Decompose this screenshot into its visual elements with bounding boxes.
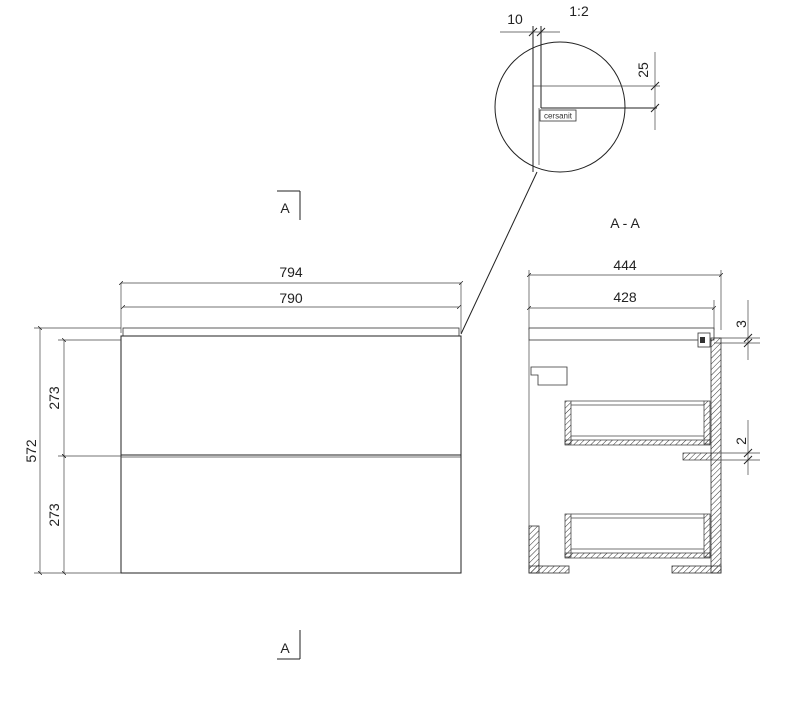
dim-drawer-bottom: 273 xyxy=(46,503,62,527)
dim-depth-inner: 428 xyxy=(613,289,637,305)
dim-top-thickness: 3 xyxy=(733,320,749,328)
dim-top-width-inner: 790 xyxy=(279,290,303,306)
handle-profile xyxy=(530,366,568,386)
front-view: 794 790 572 273 273 xyxy=(23,264,461,573)
brand-label: cersanit xyxy=(544,112,573,121)
dim-drawer-top: 273 xyxy=(46,386,62,410)
shelf-rail xyxy=(682,452,712,461)
detail-scale-label: 1:2 xyxy=(569,3,589,19)
detail-dim-horizontal: 10 xyxy=(507,11,523,27)
section-top xyxy=(528,327,715,341)
section-title: A - A xyxy=(610,215,640,231)
drawer-upper xyxy=(564,400,711,446)
bottom-plate-front xyxy=(528,565,570,574)
section-mark-top: A xyxy=(277,190,301,220)
dim-rail-thickness: 2 xyxy=(733,437,749,445)
svg-text:A: A xyxy=(280,200,290,216)
back-wall xyxy=(710,337,722,574)
svg-text:A: A xyxy=(280,640,290,656)
detail-circle xyxy=(494,41,626,173)
section-mark-bottom: A xyxy=(277,630,301,660)
detail-view: 10 1:2 25 cersanit xyxy=(460,3,660,335)
detail-leader-line xyxy=(460,171,538,335)
dim-depth-outer: 444 xyxy=(613,257,637,273)
drawer-lower xyxy=(564,513,711,559)
dim-top-width-outer: 794 xyxy=(279,264,303,280)
brand-plate xyxy=(539,109,577,122)
cabinet-top xyxy=(122,327,460,337)
section-view: A - A 444 428 3 xyxy=(528,215,760,574)
bottom-plate-back xyxy=(671,565,722,574)
dim-total-height: 572 xyxy=(23,439,39,463)
detail-dim-vertical: 25 xyxy=(635,62,651,78)
